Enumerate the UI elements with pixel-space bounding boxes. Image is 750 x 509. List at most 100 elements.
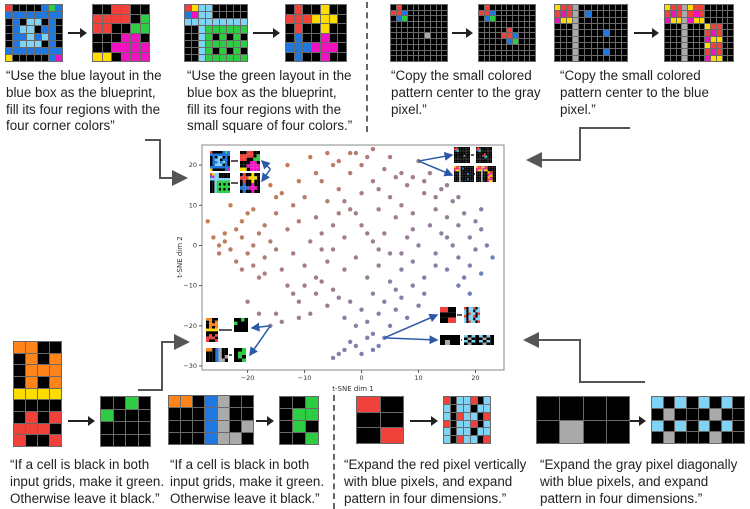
grid-cell (436, 50, 442, 56)
grid-cell (206, 54, 212, 61)
grid-cell (518, 10, 524, 16)
grid-cell (41, 5, 48, 12)
grid-cell (241, 432, 253, 444)
scatter-point (479, 207, 484, 212)
grid-cell (50, 365, 61, 376)
inset-cell (459, 180, 461, 182)
grid-cell (663, 408, 675, 420)
inset-cell (477, 176, 480, 179)
scatter-point (410, 259, 416, 264)
inset-cell (490, 337, 494, 340)
grid-cell (457, 404, 464, 412)
inset-cell (253, 164, 257, 168)
inset-cell (467, 342, 472, 345)
inset-cell (225, 190, 228, 193)
grid-cell (675, 408, 686, 420)
grid-cell (699, 24, 705, 30)
input-grid-gray-expand (536, 396, 630, 444)
inset-cell (209, 326, 212, 329)
caption-blue-pixel-copy: “Copy the small colored pattern center t… (560, 68, 709, 117)
inset-cell (463, 161, 466, 163)
grid-cell (676, 36, 682, 42)
grid-cell (436, 44, 442, 50)
scatter-point (387, 279, 393, 284)
inset-cell (454, 178, 456, 181)
inset-cell (445, 335, 450, 340)
grid-cell (55, 54, 62, 61)
inset-cell (460, 176, 463, 179)
grid-cell (615, 5, 621, 11)
inset-cell (460, 180, 463, 182)
grid-cell (479, 39, 484, 44)
grid-cell (138, 422, 150, 434)
inset-cell (464, 317, 467, 321)
grid-cell (20, 5, 27, 12)
inset-cell (218, 173, 222, 176)
grid-cell (413, 10, 419, 16)
inset-cell (490, 335, 494, 338)
inset-cell (462, 173, 464, 175)
grid-cell (436, 5, 442, 10)
grid-cell (112, 5, 121, 14)
grid-cell (38, 412, 49, 423)
grid-cell (591, 55, 597, 61)
inset-cell (464, 335, 468, 338)
grid-cell (621, 24, 627, 30)
grid-cell (567, 11, 573, 17)
grid-cell (567, 5, 573, 11)
inset-cell (489, 173, 491, 175)
grid-cell (716, 17, 722, 23)
inset-cell (460, 158, 462, 160)
inset-cell (490, 161, 492, 163)
inset-cell (225, 188, 228, 191)
grid-cell (430, 33, 436, 39)
inset-cell (221, 188, 224, 191)
inset-cell (458, 161, 461, 163)
inset-cell (470, 315, 474, 318)
grid-cell (408, 5, 413, 10)
grid-cell (102, 43, 111, 52)
grid-cell (234, 26, 240, 33)
inset-output-gray-pixel-copy (476, 147, 492, 163)
inset-cell (481, 166, 483, 168)
grid-cell (573, 11, 579, 17)
grid-cell (213, 26, 219, 33)
inset-cell (475, 309, 478, 313)
grid-cell (507, 27, 513, 33)
inset-cell (479, 148, 481, 151)
grid-cell (609, 30, 615, 36)
output-grid-black-both-green-2 (279, 396, 319, 445)
grid-cell (213, 40, 219, 47)
scatter-point (416, 303, 421, 308)
grid-cell (14, 435, 25, 446)
grid-cell (113, 422, 125, 434)
inset-cell (475, 315, 478, 318)
inset-cell (234, 325, 238, 329)
grid-cell (442, 27, 447, 33)
inset-cell (212, 166, 215, 169)
inset-cell (457, 151, 459, 154)
y-tick-label: 0 (193, 241, 197, 249)
scatter-point (473, 247, 478, 252)
inset-cell (455, 159, 458, 162)
grid-cell (413, 22, 419, 27)
grid-cell (185, 5, 191, 12)
grid-cell (396, 16, 402, 22)
grid-cell (419, 50, 425, 56)
grid-cell (501, 50, 507, 56)
inset-cell (477, 315, 480, 318)
grid-cell (26, 365, 37, 376)
inset-cell (489, 176, 491, 179)
grid-cell (530, 44, 535, 50)
grid-cell (227, 47, 233, 54)
inset-cell (484, 171, 486, 174)
grid-cell (698, 420, 710, 432)
inset-cell (476, 169, 478, 172)
scatter-point (302, 195, 307, 200)
output-grid-gray-expand (651, 396, 745, 444)
grid-cell (477, 436, 484, 443)
grid-cell (229, 396, 241, 408)
inset-cell (250, 151, 254, 155)
grid-cell (391, 56, 396, 61)
inset-cell (468, 309, 471, 313)
